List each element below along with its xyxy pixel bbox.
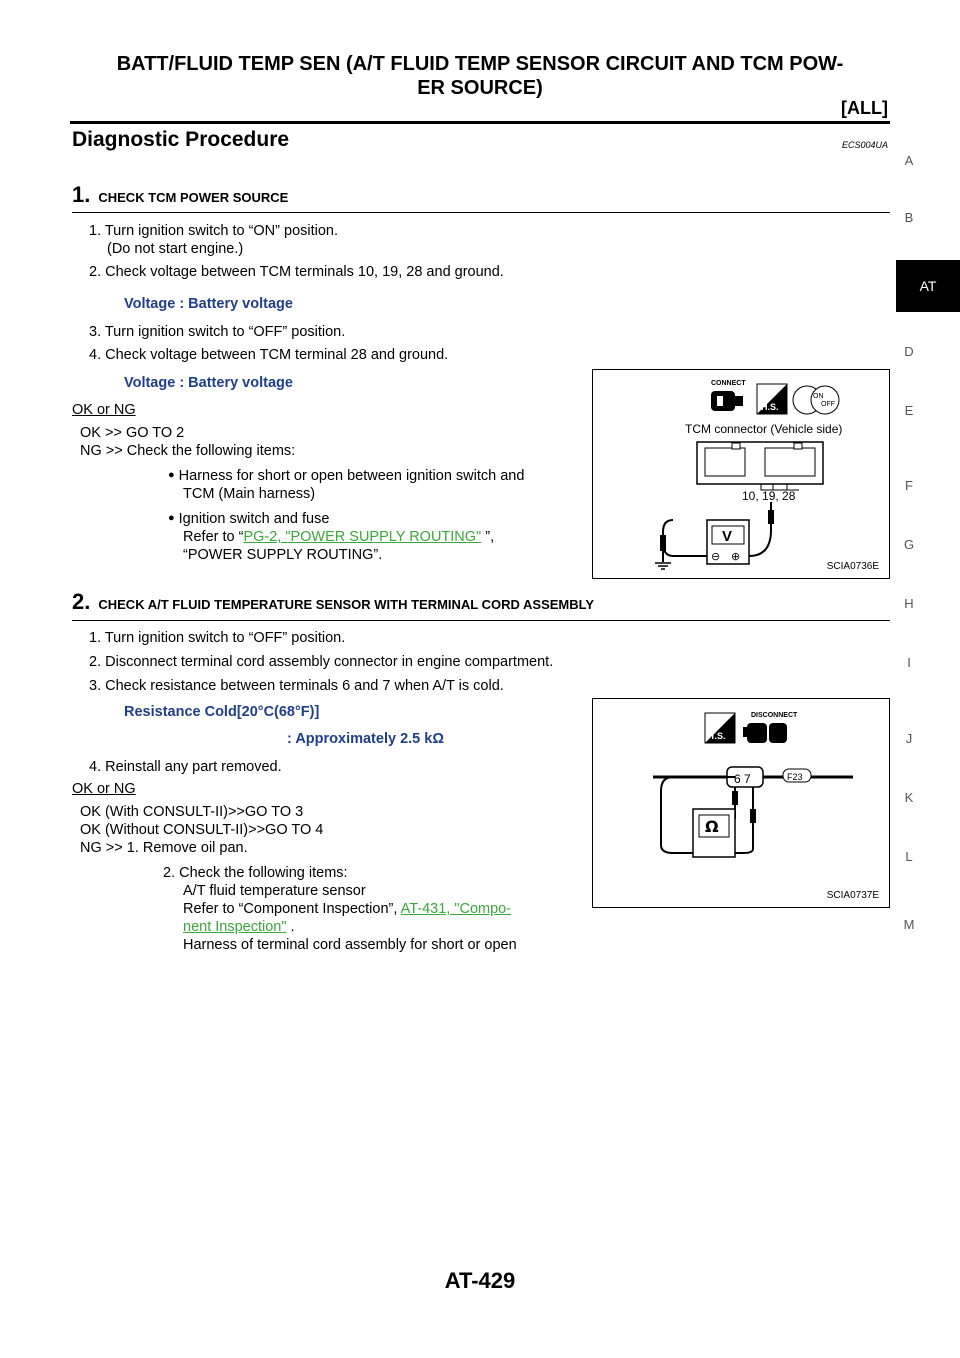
step1-bullet2-line2: Refer to “PG-2, "POWER SUPPLY ROUTING" ”… xyxy=(183,529,494,546)
terminal-cord-diagram: T.S. DISCONNECT 6 7 F23 Ω xyxy=(653,712,853,858)
svg-text:Ω: Ω xyxy=(705,817,719,836)
side-index-g[interactable]: G xyxy=(903,537,915,552)
step1-number: 1. xyxy=(72,182,91,207)
figure1-id: SCIA0736E xyxy=(826,561,879,572)
ts-terminal-side-icon: T.S. xyxy=(704,712,736,744)
step2-spec-label: Resistance Cold[20°C(68°F)] xyxy=(124,704,320,720)
step1-spec2: Voltage : Battery voltage xyxy=(124,375,293,391)
tcm-connector-diagram: CONNECT H.S. ON OFF TCM connector (Vehic… xyxy=(655,380,842,570)
step1-line3: 3. Turn ignition switch to “OFF” positio… xyxy=(89,324,346,340)
hs-harness-side-icon: H.S. xyxy=(756,383,788,415)
step2-check-items: 2. Check the following items: xyxy=(163,865,348,881)
svg-text:T.S.: T.S. xyxy=(710,731,726,741)
header-title-line1: BATT/FLUID TEMP SEN (A/T FLUID TEMP SENS… xyxy=(116,53,844,75)
figure2-connector-id: F23 xyxy=(787,772,803,782)
tcm-connector-shape xyxy=(696,441,824,491)
header-title-line2: ER SOURCE) xyxy=(417,77,543,99)
step2-heading: 2. CHECK A/T FLUID TEMPERATURE SENSOR WIT… xyxy=(72,589,594,615)
svg-text:⊕: ⊕ xyxy=(731,550,740,563)
step2-line2: 2. Disconnect terminal cord assembly con… xyxy=(89,654,554,670)
svg-text:OFF: OFF xyxy=(821,401,835,408)
step1-ok: OK >> GO TO 2 xyxy=(80,425,185,441)
step2-title: CHECK A/T FLUID TEMPERATURE SENSOR WITH … xyxy=(98,597,595,612)
side-index-l[interactable]: L xyxy=(905,849,913,864)
side-index-i[interactable]: I xyxy=(907,655,911,670)
side-index-m[interactable]: M xyxy=(903,917,915,932)
step1-bullet1-line1: ●Harness for short or open between ignit… xyxy=(168,468,524,486)
step1-heading: 1. CHECK TCM POWER SOURCE xyxy=(72,182,288,208)
page-number: AT-429 xyxy=(444,1268,516,1293)
refer-prefix: Refer to “Component Inspection”, xyxy=(183,901,398,917)
side-index-j[interactable]: J xyxy=(905,731,913,746)
step1-title: CHECK TCM POWER SOURCE xyxy=(98,190,289,205)
step2-item-harness: Harness of terminal cord assembly for sh… xyxy=(183,937,517,953)
figure1-terminals: 10, 19, 28 xyxy=(742,489,796,503)
step2-ng: NG >> 1. Remove oil pan. xyxy=(80,840,248,856)
refer-suffix: ”, xyxy=(481,529,495,545)
voltmeter-icon: V ⊖ ⊕ xyxy=(706,519,750,565)
svg-text:DISCONNECT: DISCONNECT xyxy=(751,712,798,719)
step1-bullet2-text: Ignition switch and fuse xyxy=(178,511,330,527)
step1-bullet2-line1: ●Ignition switch and fuse xyxy=(168,511,329,529)
figure-terminal-cord-assembly: T.S. DISCONNECT 6 7 F23 Ω SCIA0737 xyxy=(592,698,890,908)
side-index-e[interactable]: E xyxy=(904,403,914,418)
side-index-h[interactable]: H xyxy=(904,596,914,611)
step2-ok-or-ng: OK or NG xyxy=(72,781,136,797)
step2-number: 2. xyxy=(72,589,91,614)
step1-line2: 2. Check voltage between TCM terminals 1… xyxy=(89,264,504,280)
step2-rule xyxy=(72,620,890,621)
refer-suffix: . xyxy=(286,919,295,935)
link-pg2-power-supply[interactable]: PG-2, "POWER SUPPLY ROUTING" xyxy=(243,529,482,545)
svg-text:⊖: ⊖ xyxy=(711,550,720,563)
step1-ok-or-ng: OK or NG xyxy=(72,402,136,418)
link-at431-component-inspection-cont[interactable]: nent Inspection" xyxy=(183,919,287,935)
side-index-at-active[interactable]: AT xyxy=(896,260,960,312)
side-index-d[interactable]: D xyxy=(904,344,914,359)
figure-tcm-connector: CONNECT H.S. ON OFF TCM connector (Vehic… xyxy=(592,369,890,579)
disconnect-icon: DISCONNECT xyxy=(743,712,798,743)
ground-icon xyxy=(655,532,671,570)
step1-rule xyxy=(72,212,890,213)
step1-line1: 1. Turn ignition switch to “ON” position… xyxy=(89,223,339,239)
side-index-a[interactable]: A xyxy=(904,153,914,168)
step2-ok-without-consult: OK (Without CONSULT-II)>>GO TO 4 xyxy=(80,822,324,838)
step1-bullet1-text: Harness for short or open between igniti… xyxy=(178,468,525,484)
link-at431-component-inspection[interactable]: AT-431, "Compo- xyxy=(400,901,512,917)
step1-spec1: Voltage : Battery voltage xyxy=(124,296,293,312)
bullet-icon: ● xyxy=(168,512,175,524)
step2-refer-line1: Refer to “Component Inspection”, AT-431,… xyxy=(183,901,511,918)
figure2-id: SCIA0737E xyxy=(826,890,879,901)
svg-text:V: V xyxy=(722,528,732,545)
step1-line1b: (Do not start engine.) xyxy=(107,241,244,257)
header-subtitle: [ALL] xyxy=(841,98,888,118)
header-rule xyxy=(70,121,890,124)
figure2-pins: 6 7 xyxy=(734,772,751,786)
side-index-f[interactable]: F xyxy=(905,478,913,493)
step1-line4: 4. Check voltage between TCM terminal 28… xyxy=(89,347,449,363)
step2-item-sensor: A/T fluid temperature sensor xyxy=(183,883,366,899)
section-code: ECS004UA xyxy=(841,140,888,150)
section-title: Diagnostic Procedure xyxy=(72,128,290,151)
figure1-caption: TCM connector (Vehicle side) xyxy=(685,422,842,436)
ignition-switch-icon: ON OFF xyxy=(792,385,840,415)
step2-spec-value: : Approximately 2.5 kΩ xyxy=(287,731,444,747)
step1-bullet1-line2: TCM (Main harness) xyxy=(183,486,316,502)
step2-line3: 3. Check resistance between terminals 6 … xyxy=(89,678,504,694)
bullet-icon: ● xyxy=(168,469,175,481)
svg-text:CONNECT: CONNECT xyxy=(711,380,746,387)
svg-text:H.S.: H.S. xyxy=(761,402,779,412)
side-index-b[interactable]: B xyxy=(904,210,914,225)
step1-ng: NG >> Check the following items: xyxy=(80,443,296,459)
step2-refer-line2: nent Inspection" . xyxy=(183,919,295,936)
ohmmeter-icon: Ω xyxy=(692,808,736,858)
connect-icon: CONNECT xyxy=(711,380,746,411)
refer-prefix: Refer to “ xyxy=(183,529,244,545)
step2-ok-with-consult: OK (With CONSULT-II)>>GO TO 3 xyxy=(80,804,304,820)
step2-line1: 1. Turn ignition switch to “OFF” positio… xyxy=(89,630,346,646)
svg-text:ON: ON xyxy=(813,393,824,400)
side-index-k[interactable]: K xyxy=(904,790,914,805)
step1-bullet2-line3: “POWER SUPPLY ROUTING”. xyxy=(183,547,383,563)
page-header-title: BATT/FLUID TEMP SEN (A/T FLUID TEMP SENS… xyxy=(70,52,890,100)
step2-line4: 4. Reinstall any part removed. xyxy=(89,759,282,775)
